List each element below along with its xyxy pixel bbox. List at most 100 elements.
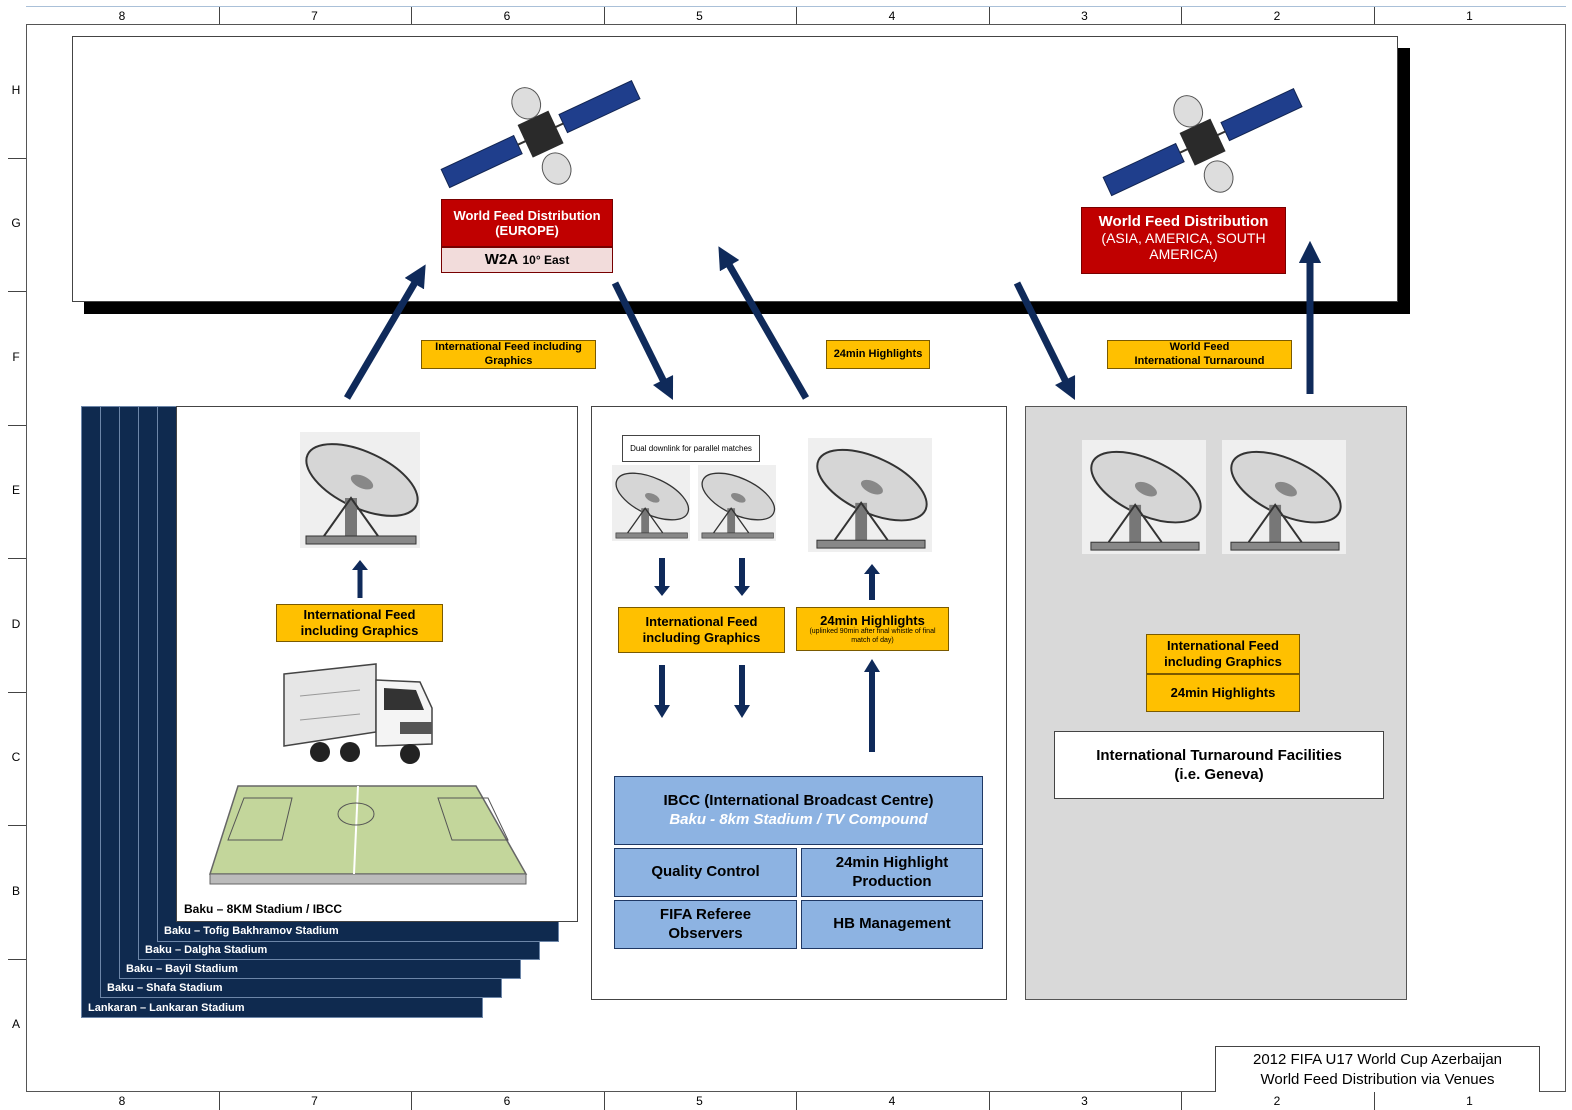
grid-column-label: 2 xyxy=(1273,9,1281,23)
grid-column-tick xyxy=(218,7,220,25)
venue-label-tofig: Baku – Tofig Bakhramov Stadium xyxy=(164,925,339,937)
football-pitch-icon xyxy=(208,785,528,885)
ibc-intl-feed-box: International Feed including Graphics xyxy=(618,607,785,653)
world-feed-europe-label: World Feed Distribution (EUROPE) xyxy=(441,199,613,247)
turnaround-facilities-subtitle: (i.e. Geneva) xyxy=(1174,766,1264,783)
grid-column-label: 4 xyxy=(888,1094,896,1108)
satellite-icon-europe xyxy=(440,79,641,189)
ibc-intl-feed-line2: including Graphics xyxy=(642,630,761,645)
arrow-down-satellite-to-turnaround xyxy=(1013,281,1076,401)
grid-row-tick xyxy=(8,691,26,693)
ibcc-title: IBCC (International Broadcast Centre) xyxy=(663,791,934,809)
turnaround-intl-feed-box: International Feed including Graphics xyxy=(1146,634,1300,674)
arrow-down-dish2-to-feed xyxy=(734,558,750,596)
uplink-dish-icon xyxy=(300,432,420,548)
hb-management-box: HB Management xyxy=(801,900,983,949)
title-block-line1: 2012 FIFA U17 World Cup Azerbaijan xyxy=(1252,1051,1503,1068)
arrow-up-venues-to-europe xyxy=(343,264,426,400)
ibcc-subtitle: Baku - 8km Stadium / TV Compound xyxy=(669,810,928,828)
grid-column-tick xyxy=(411,7,412,25)
ibc-intl-feed-line1: International Feed xyxy=(645,614,758,630)
grid-column-label: 3 xyxy=(1081,9,1088,23)
grid-row-tick xyxy=(8,291,26,292)
ibcc-title-box: IBCC (International Broadcast Centre) Ba… xyxy=(614,776,983,845)
flow-label-highlights: 24min Highlights xyxy=(826,340,930,369)
grid-row-tick xyxy=(8,958,26,960)
grid-column-tick xyxy=(411,1092,412,1110)
venue-intl-feed-box: International Feed including Graphics xyxy=(276,604,443,642)
grid-column-tick xyxy=(988,7,990,25)
grid-column-label: 2 xyxy=(1273,1094,1281,1108)
flow-label-world-feed-title: World Feed xyxy=(1169,341,1230,354)
venue-label-shafa: Baku – Shafa Stadium xyxy=(107,982,223,994)
downlink-dish-icon-1 xyxy=(612,465,690,541)
dual-downlink-note: Dual downlink for parallel matches xyxy=(622,435,760,462)
grid-row-label: C xyxy=(11,750,21,765)
grid-column-tick xyxy=(603,7,605,25)
flow-label-world-feed: World Feed International Turnaround xyxy=(1107,340,1292,369)
flow-label-intl-feed: International Feed including Graphics xyxy=(421,340,596,369)
title-block-line2: World Feed Distribution via Venues xyxy=(1260,1071,1495,1088)
arrow-down-feed2-to-ibc xyxy=(734,665,750,718)
turnaround-intl-feed-line1: International Feed xyxy=(1167,638,1279,654)
grid-column-tick xyxy=(603,1092,605,1110)
grid-column-label: 8 xyxy=(118,1094,126,1108)
flow-label-world-feed-sub: International Turnaround xyxy=(1134,354,1265,367)
turnaround-intl-feed-line2: including Graphics xyxy=(1164,654,1282,669)
ibc-uplink-dish-icon xyxy=(808,438,932,552)
grid-row-tick xyxy=(8,157,26,159)
grid-column-label: 4 xyxy=(888,9,896,23)
grid-column-label: 5 xyxy=(696,1094,703,1108)
venue-intl-feed-line2: including Graphics xyxy=(300,623,419,638)
turnaround-facilities-title: International Turnaround Facilities xyxy=(1096,746,1342,764)
satellite-position: 10° East xyxy=(522,253,570,267)
grid-column-label: 3 xyxy=(1081,1094,1088,1108)
grid-column-tick xyxy=(1181,1092,1182,1110)
arrow-down-feed1-to-ibc xyxy=(654,665,670,718)
title-block: 2012 FIFA U17 World Cup Azerbaijan World… xyxy=(1215,1046,1540,1092)
world-feed-global-label: World Feed Distribution (ASIA, AMERICA, … xyxy=(1081,207,1286,274)
grid-column-tick xyxy=(1373,7,1375,25)
referee-observers-box: FIFA Referee Observers xyxy=(614,900,797,949)
grid-column-tick xyxy=(796,1092,797,1110)
grid-column-label: 1 xyxy=(1466,9,1473,23)
turnaround-downlink-dish-icon xyxy=(1082,440,1206,554)
grid-column-tick xyxy=(796,7,797,25)
grid-column-tick xyxy=(218,1092,220,1110)
ibc-highlights-note: (uplinked 90min after final whistle of f… xyxy=(809,628,936,644)
grid-row-label: H xyxy=(11,82,21,97)
satellite-icon-global xyxy=(1102,87,1303,197)
venue-label-bayil: Baku – Bayil Stadium xyxy=(126,963,238,975)
venue-label-lankaran: Lankaran – Lankaran Stadium xyxy=(88,1002,245,1014)
grid-row-label: E xyxy=(11,483,20,498)
grid-column-label: 8 xyxy=(118,9,126,23)
arrow-up-venue-to-dish xyxy=(352,560,368,598)
quality-control-box: Quality Control xyxy=(614,848,797,897)
arrow-down-dish1-to-feed xyxy=(654,558,670,596)
arrow-down-europe-to-ibc xyxy=(611,281,674,401)
turnaround-uplink-dish-icon xyxy=(1222,440,1346,554)
ibc-highlights-title: 24min Highlights xyxy=(820,612,925,628)
grid-column-label: 6 xyxy=(503,1094,511,1108)
ibc-highlights-box: 24min Highlights (uplinked 90min after f… xyxy=(796,607,949,651)
grid-row-tick xyxy=(8,825,26,826)
grid-row-tick xyxy=(8,424,26,426)
grid-column-label: 5 xyxy=(696,9,703,23)
grid-column-tick xyxy=(1181,7,1182,25)
venue-front-title: Baku – 8KM Stadium / IBCC xyxy=(184,902,343,916)
grid-column-label: 6 xyxy=(503,9,511,23)
satellite-name-box: W2A 10° East xyxy=(441,247,613,273)
venue-intl-feed-line1: International Feed xyxy=(303,607,416,623)
grid-row-label: G xyxy=(11,216,21,231)
world-feed-global-region: (ASIA, AMERICA, SOUTH AMERICA) xyxy=(1101,230,1266,262)
venue-label-dalgha: Baku – Dalgha Stadium xyxy=(145,944,268,956)
world-feed-europe-region: (EUROPE) xyxy=(495,223,559,238)
drawing-frame xyxy=(26,24,1566,1092)
ob-truck-icon xyxy=(283,663,433,764)
grid-column-tick xyxy=(988,1092,990,1110)
world-feed-global-title: World Feed Distribution xyxy=(1098,213,1269,230)
grid-column-tick xyxy=(1373,1092,1375,1110)
grid-row-label: A xyxy=(11,1017,20,1032)
